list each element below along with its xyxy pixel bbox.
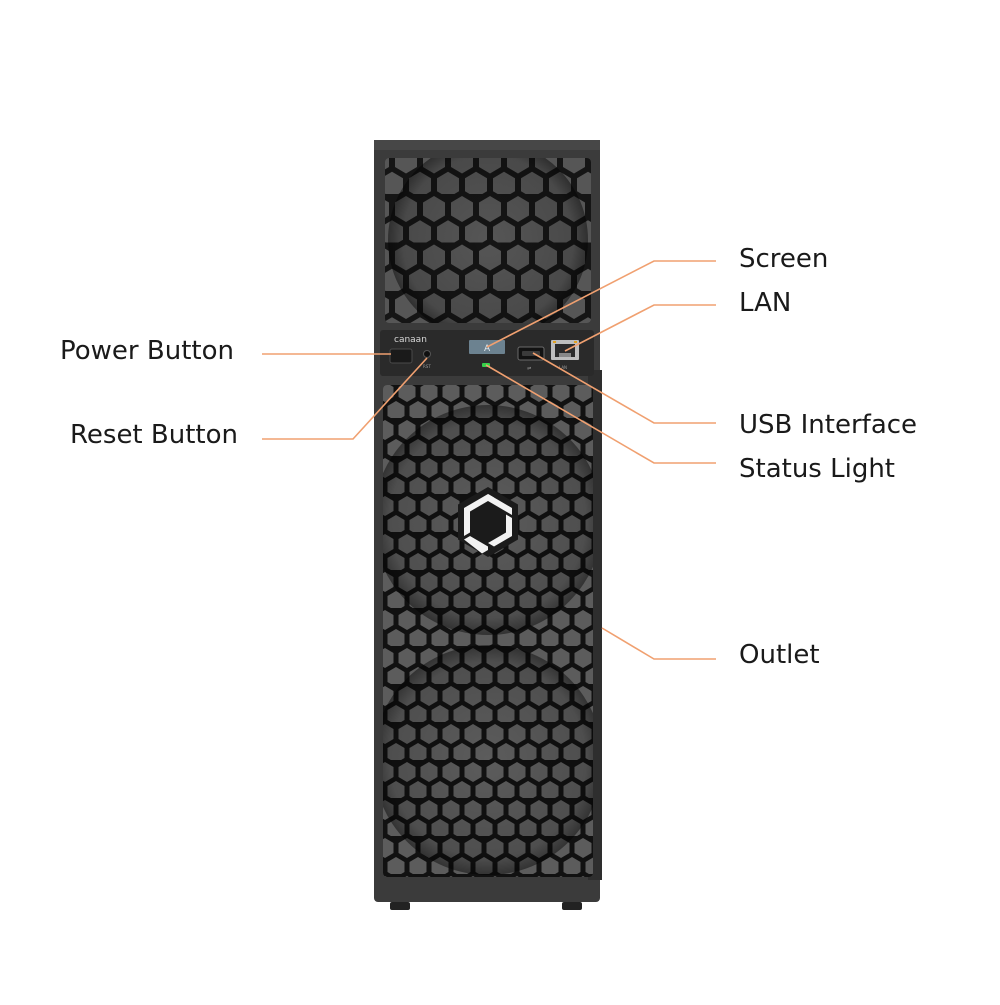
screen-leader bbox=[486, 260, 716, 348]
reset-button-leader bbox=[262, 357, 428, 440]
usb-interface-leader bbox=[532, 352, 716, 424]
bottom-intake-grill bbox=[383, 385, 593, 877]
status-light-label: Status Light bbox=[739, 454, 895, 484]
left-foot bbox=[390, 902, 410, 910]
reset-mark: RST bbox=[423, 364, 431, 369]
screen-label: Screen bbox=[739, 244, 829, 274]
reset-button[interactable] bbox=[423, 350, 431, 358]
hexagon-cube-logo-icon bbox=[458, 487, 518, 557]
power-button[interactable] bbox=[389, 348, 413, 364]
status-light-leader bbox=[485, 364, 716, 464]
reset-button-label: Reset Button bbox=[70, 420, 238, 450]
screen-glyph: A bbox=[484, 344, 491, 354]
right-foot bbox=[562, 902, 582, 910]
outlet-leader bbox=[601, 627, 716, 660]
top-intake-grill bbox=[385, 158, 591, 323]
usb-port-icon[interactable] bbox=[517, 346, 545, 361]
brand-logo-text: canaan bbox=[394, 335, 427, 345]
outlet-label: Outlet bbox=[739, 640, 820, 670]
lan-mark: LAN bbox=[559, 365, 567, 370]
power-button-label: Power Button bbox=[60, 336, 234, 366]
usb-mark: ⇌ bbox=[527, 366, 531, 372]
ethernet-port-icon[interactable] bbox=[551, 340, 579, 360]
lan-leader bbox=[564, 304, 716, 352]
usb-interface-label: USB Interface bbox=[739, 410, 918, 440]
leader-lines bbox=[262, 260, 716, 660]
front-panel: canaan RST A ⇌ bbox=[380, 330, 594, 376]
lan-label: LAN bbox=[739, 288, 792, 318]
